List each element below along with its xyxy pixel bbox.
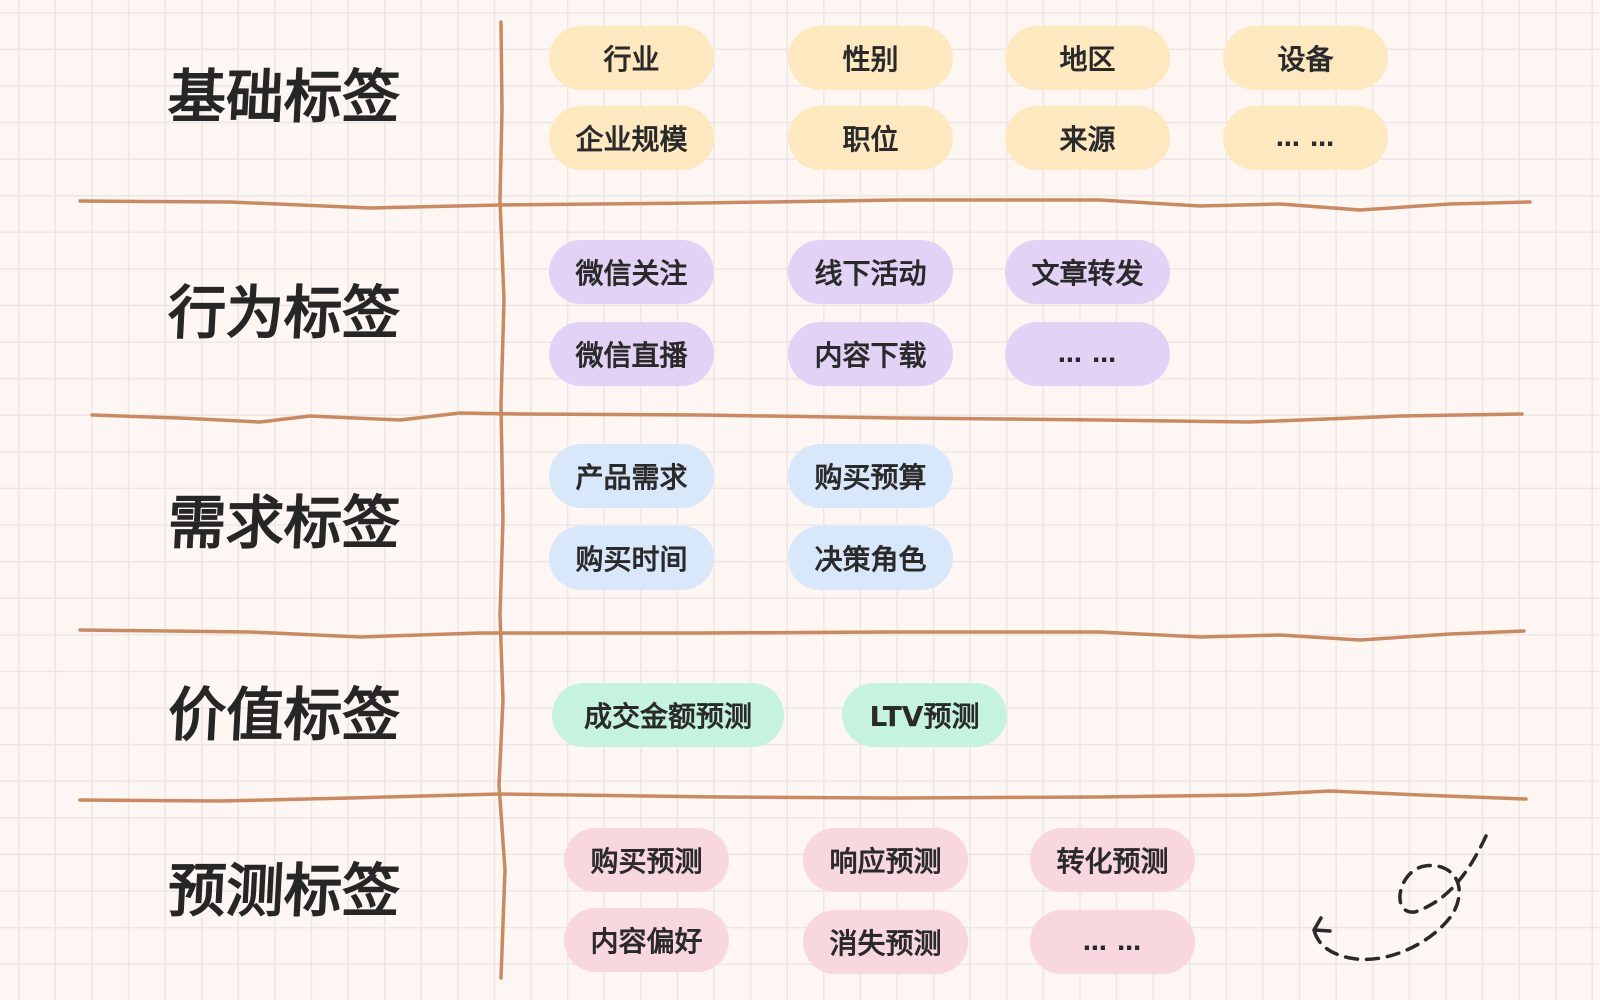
tag-purchase-time: 购买时间 <box>549 526 714 590</box>
tag-wechat-follow: 微信关注 <box>549 240 714 304</box>
tag-gender: 性别 <box>788 26 953 90</box>
tag-decision-role: 决策角色 <box>788 526 953 590</box>
tag-churn-prediction: 消失预测 <box>803 910 968 974</box>
tag-wechat-live: 微信直播 <box>549 322 714 386</box>
horizontal-divider-2 <box>90 411 1524 424</box>
tag-response-prediction: 响应预测 <box>803 828 968 892</box>
tag-article-share: 文章转发 <box>1005 240 1170 304</box>
tag-ltv-prediction: LTV预测 <box>842 683 1007 747</box>
tag-purchase-prediction: 购买预测 <box>564 828 729 892</box>
tag-more-basic: … … <box>1223 106 1388 170</box>
horizontal-divider-3 <box>78 628 1526 642</box>
vertical-divider <box>497 20 507 980</box>
section-title-behavior: 行为标签 <box>166 279 402 347</box>
tag-deal-amount-prediction: 成交金额预测 <box>552 683 784 747</box>
tag-industry: 行业 <box>549 26 714 90</box>
tag-content-download: 内容下载 <box>788 322 953 386</box>
dashed-loop-arrow-icon <box>1312 834 1488 962</box>
section-title-predict: 预测标签 <box>166 857 402 925</box>
section-title-demand: 需求标签 <box>166 489 402 557</box>
tag-content-preference: 内容偏好 <box>564 908 729 972</box>
tag-company-size: 企业规模 <box>549 106 714 170</box>
tag-more-predict: … … <box>1030 910 1195 974</box>
section-title-basic: 基础标签 <box>166 63 402 131</box>
tag-conversion-prediction: 转化预测 <box>1030 828 1195 892</box>
tag-source: 来源 <box>1005 106 1170 170</box>
tag-more-behavior: … … <box>1005 322 1170 386</box>
tag-region: 地区 <box>1005 26 1170 90</box>
tag-job-title: 职位 <box>788 106 953 170</box>
section-title-value: 价值标签 <box>166 681 402 749</box>
tag-device: 设备 <box>1223 26 1388 90</box>
horizontal-divider-4 <box>78 789 1528 803</box>
tag-product-need: 产品需求 <box>549 444 714 508</box>
tag-purchase-budget: 购买预算 <box>788 444 953 508</box>
tag-offline-event: 线下活动 <box>788 240 953 304</box>
horizontal-divider-1 <box>78 198 1532 212</box>
